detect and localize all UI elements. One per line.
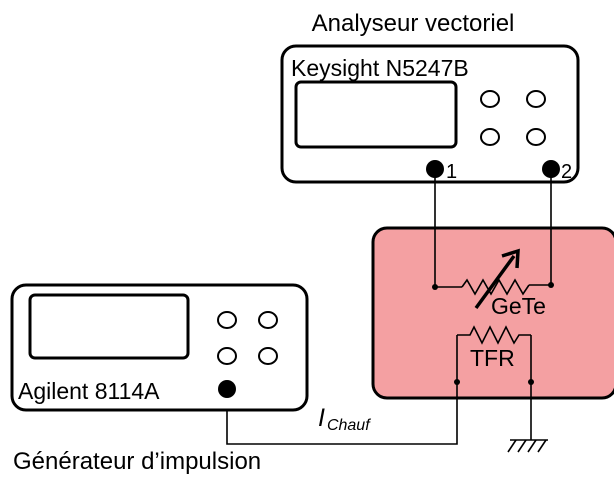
generator-knob: [217, 311, 237, 329]
generator-caption: Générateur d’impulsion: [13, 448, 261, 475]
generator-knobs: [217, 311, 278, 365]
tfr-heater-resistor: [457, 325, 531, 345]
generator-knob: [258, 311, 278, 329]
ground-icon: [507, 439, 548, 453]
tfr-node-right: [528, 379, 534, 385]
vna-model-label: Keysight N5247B: [291, 55, 469, 81]
vna-knob: [526, 128, 546, 146]
gete-label: GeTe: [491, 293, 546, 319]
device-block: [371, 226, 614, 400]
gete-variable-resistor: [461, 278, 530, 296]
heater-current-wire: [226, 335, 458, 445]
current-symbol: I: [318, 404, 325, 432]
gete-node-left: [432, 284, 438, 290]
vna-knob: [526, 90, 546, 108]
vna-port-2-label: 2: [561, 161, 572, 183]
generator-knob: [217, 347, 237, 365]
vna-knob: [480, 90, 500, 108]
tfr-label: TFR: [470, 345, 515, 371]
current-subscript: Chauf: [327, 417, 371, 434]
vna-knobs: [480, 90, 546, 146]
vna-knob: [480, 128, 500, 146]
vna-port-1-label: 1: [446, 161, 457, 183]
generator-knob: [258, 347, 278, 365]
vna-caption: Analyseur vectoriel: [312, 10, 515, 37]
generator-model-label: Agilent 8114A: [18, 378, 160, 404]
variable-arrow-head: [501, 248, 520, 269]
gete-node-right: [548, 282, 554, 288]
generator-screen: [28, 293, 190, 360]
tfr-node-left: [454, 379, 460, 385]
vna-screen: [294, 80, 458, 149]
generator-output-connector: [218, 380, 236, 398]
variable-arrow-shaft: [474, 254, 516, 310]
